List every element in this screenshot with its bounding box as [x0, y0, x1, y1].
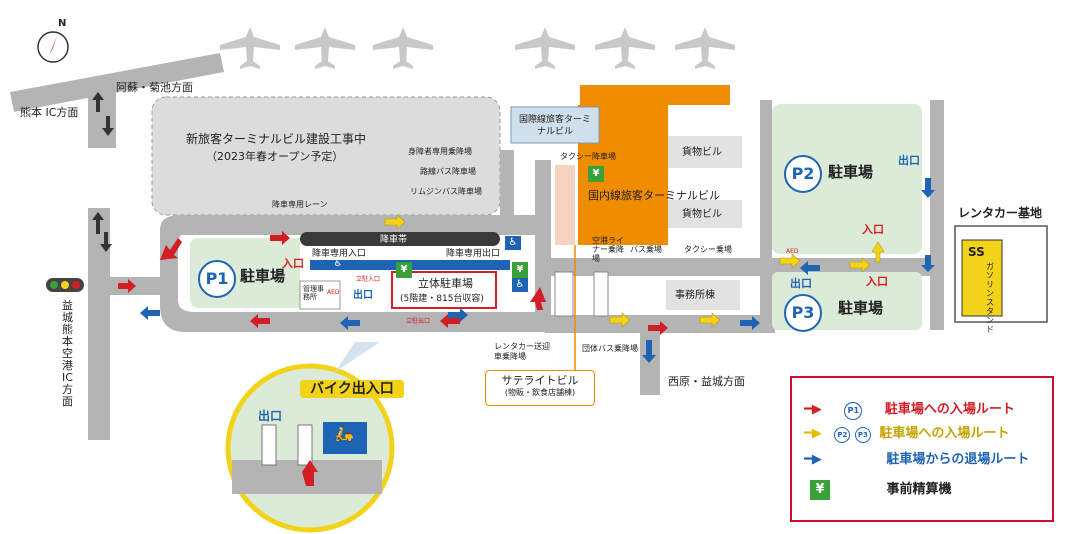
- p1-exit-label: 出口: [353, 290, 373, 301]
- cargo-building-2-label: 貨物ビル: [682, 209, 722, 220]
- dropoff-entrance-label: 降車専用入口: [312, 249, 367, 259]
- route-bus-label: 路線バス降車場: [420, 167, 476, 176]
- p1-entrance-label: 入口: [282, 257, 304, 270]
- wheelchair-icon-3: ♿: [512, 278, 528, 292]
- satellite-title: サテライトビル: [501, 374, 579, 387]
- blue-arrow-icon: ━▶: [804, 452, 822, 467]
- legend-row-blue: ━▶ 駐車場からの退場ルート: [804, 448, 1029, 467]
- satellite-footprint: [554, 271, 574, 317]
- legend-yen-icon: ¥: [810, 480, 830, 500]
- p2-badge: P2: [784, 155, 822, 193]
- aso-label: 阿蘇・菊池方面: [116, 81, 193, 94]
- legend-p1-icon: P1: [844, 402, 863, 420]
- p2-aed-icon: AED: [786, 248, 799, 255]
- dropoff-exit-label: 降車専用出口: [446, 249, 501, 259]
- ss-label: SS: [968, 245, 985, 259]
- legend-box: ━▶ P1 駐車場への入場ルート ━▶ P2 P3 駐車場への入場ルート ━▶ …: [790, 376, 1054, 522]
- international-terminal-label: 国際線旅客ターミナルビル: [518, 115, 591, 137]
- dropoff-zone-bar: [300, 232, 500, 246]
- handicap-stop-label: 身障者専用乗降場: [408, 147, 472, 156]
- prepay-machine-2: ¥: [512, 262, 528, 278]
- wheelchair-icon-2: ♿: [333, 258, 343, 269]
- dropoff-exit-strip: [420, 260, 510, 270]
- p1-lot-label: 駐車場: [240, 267, 286, 285]
- office-building-label: 事務所棟: [675, 290, 715, 301]
- garage-entrance-label: 立駐入口: [356, 276, 381, 283]
- kumamoto-ic-label: 熊本 IC方面: [20, 106, 79, 119]
- p2-lot: [772, 104, 922, 254]
- garage-building: [391, 271, 497, 309]
- p2-entrance-label: 入口: [862, 223, 884, 236]
- legend-prepay-text: 事前精算機: [886, 482, 952, 497]
- domestic-terminal-label: 国内線旅客ターミナルビル: [588, 189, 720, 202]
- cargo-building-2: [668, 200, 742, 228]
- nishihara-label: 西原・益城方面: [668, 375, 745, 388]
- legend-row-yellow: ━▶ P2 P3 駐車場への入場ルート: [804, 422, 1009, 443]
- legend-p3-icon: P3: [854, 427, 871, 443]
- blue-route-arrows: [140, 178, 935, 363]
- satellite-building-box: サテライトビル (物販・飲食店舗棟): [485, 370, 595, 406]
- cargo-building-1: [668, 136, 742, 168]
- road-network: [10, 53, 944, 440]
- p3-exit-label: 出口: [790, 277, 812, 290]
- p2-lot-label: 駐車場: [828, 163, 874, 181]
- construction-title: 新旅客ターミナルビル建設工事中: [186, 132, 367, 146]
- garage-title: 立体駐車場: [418, 277, 473, 290]
- legend-exit-route-text: 駐車場からの退場ルート: [886, 452, 1030, 467]
- road-direction-arrows: [92, 92, 114, 252]
- motorcycle-icon: 🛵: [334, 424, 354, 443]
- legend-row-prepay: ¥ 事前精算機: [804, 478, 952, 500]
- satellite-subtitle: (物販・飲食店舗棟): [504, 388, 576, 397]
- traffic-light-icon: [46, 278, 84, 292]
- rental-base-label: レンタカー基地: [958, 206, 1043, 220]
- international-terminal: [510, 106, 600, 144]
- group-bus-shelter: [593, 271, 609, 317]
- bike-inset: [225, 342, 395, 533]
- garage-exit-label: 立駐出口: [406, 318, 431, 325]
- wheelchair-icon-1: ♿: [505, 236, 521, 250]
- walkway: [555, 165, 575, 245]
- legend-entry-p1-text: 駐車場への入場ルート: [884, 402, 1015, 417]
- rental-pickup-label: レンタカー送迎車乗降場: [494, 342, 550, 361]
- management-office: [299, 280, 341, 310]
- bike-entrance-title: バイク出入口: [300, 380, 404, 398]
- group-bus-label: 団体バス乗降場: [582, 344, 638, 353]
- legend-entry-p23-text: 駐車場への入場ルート: [879, 426, 1010, 441]
- red-route-arrows: [118, 231, 668, 335]
- aed-icon: AED: [327, 289, 340, 296]
- bike-exit-label: 出口: [258, 409, 283, 423]
- p3-badge: P3: [784, 294, 822, 332]
- airplane-icons: [220, 27, 735, 69]
- p2-exit-label: 出口: [898, 154, 920, 167]
- bus-stop-label: バス乗場: [630, 245, 662, 254]
- compass-label: N: [58, 18, 67, 29]
- legend-row-red: ━▶ P1 駐車場への入場ルート: [804, 398, 1015, 420]
- p1-badge: P1: [198, 260, 236, 298]
- office-building: [666, 280, 740, 310]
- limousine-label: リムジンバス降車場: [410, 187, 482, 196]
- yellow-route-arrows: [384, 214, 885, 328]
- airport-liner-label: 空港ライナー乗降場: [592, 236, 624, 263]
- p3-lot-label: 駐車場: [838, 299, 884, 317]
- red-arrow-icon: ━▶: [804, 402, 822, 417]
- construction-subtitle: （2023年春オープン予定）: [206, 150, 344, 163]
- prepay-machine-1: ¥: [396, 262, 412, 278]
- p3-entrance-label: 入口: [866, 275, 888, 288]
- mashiki-ic-label: 益城熊本空港IC方面: [62, 299, 73, 408]
- dropoff-lane-label: 降車専用レーン: [272, 200, 328, 209]
- taxi-stop-label: タクシー乗場: [684, 245, 732, 254]
- compass-needle-icon: [49, 36, 57, 56]
- gas-station-label: ガソリンスタンド: [986, 262, 994, 334]
- taxi-drop-label: タクシー降車場: [560, 152, 616, 161]
- management-office-label: 管理事務所: [303, 285, 324, 301]
- cargo-building-1-label: 貨物ビル: [682, 147, 722, 158]
- prepay-machine-3: ¥: [588, 166, 604, 182]
- garage-subtitle: (5階建・815台収容): [400, 294, 484, 304]
- yellow-arrow-icon: ━▶: [804, 426, 822, 441]
- legend-p2-icon: P2: [834, 427, 851, 443]
- gas-station: [961, 239, 1003, 317]
- dropoff-zone-label: 降車帯: [380, 235, 408, 245]
- dropoff-entry-strip: [310, 260, 420, 270]
